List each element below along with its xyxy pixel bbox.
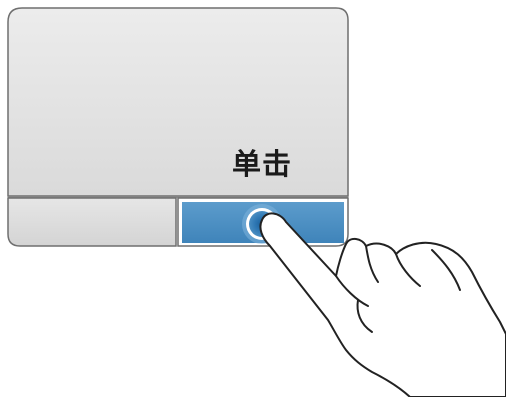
touchpad	[8, 8, 348, 246]
touchpad-surface	[8, 8, 348, 196]
hand-pointer-icon	[260, 213, 506, 397]
tap-action-label: 单击	[232, 146, 292, 182]
left-click-button[interactable]	[8, 198, 176, 246]
